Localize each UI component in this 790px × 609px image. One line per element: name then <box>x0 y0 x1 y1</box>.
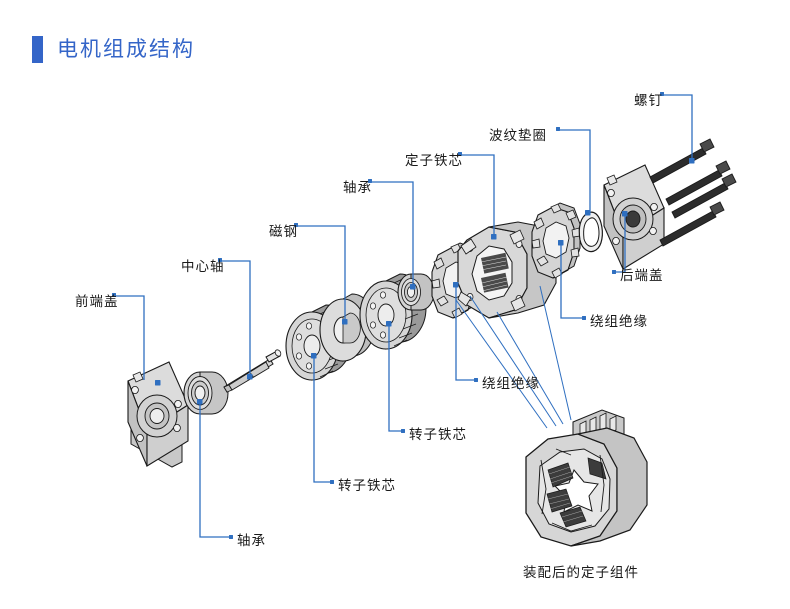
leader-anchor-dots <box>112 92 695 539</box>
label-bearing-lower: 轴承 <box>237 533 266 549</box>
label-rotor-core-lower: 转子铁芯 <box>338 478 396 494</box>
part-screws <box>649 138 737 247</box>
label-rotor-core-upper: 转子铁芯 <box>409 427 467 443</box>
label-screw: 螺钉 <box>634 93 663 109</box>
page-header: 电机组成结构 <box>32 36 195 63</box>
label-front-end-cover: 前端盖 <box>75 294 119 310</box>
leader-lines <box>116 94 693 538</box>
part-front-end-cover <box>127 361 189 468</box>
label-winding-insulation-right: 绕组绝缘 <box>590 314 648 330</box>
page-title: 电机组成结构 <box>57 37 195 61</box>
label-bearing-upper: 轴承 <box>343 180 372 196</box>
part-rear-end-cover <box>603 164 665 270</box>
title-accent-bar <box>32 36 43 63</box>
part-assembled-stator <box>525 409 648 547</box>
part-center-shaft <box>223 349 282 393</box>
label-center-shaft: 中心轴 <box>181 259 225 275</box>
part-bearing-upper <box>397 273 435 311</box>
part-wave-washer <box>578 211 603 253</box>
parts-group <box>127 138 737 547</box>
label-stator-core: 定子铁芯 <box>405 153 463 169</box>
part-bearing-lower <box>183 371 229 415</box>
label-magnet-steel: 磁钢 <box>269 224 298 240</box>
label-rear-end-cover: 后端盖 <box>620 268 664 284</box>
assembly-caption: 装配后的定子组件 <box>523 565 639 581</box>
label-winding-insulation-left: 绕组绝缘 <box>482 376 540 392</box>
label-wave-washer: 波纹垫圈 <box>489 128 547 144</box>
part-winding-insulation-right <box>531 202 581 279</box>
